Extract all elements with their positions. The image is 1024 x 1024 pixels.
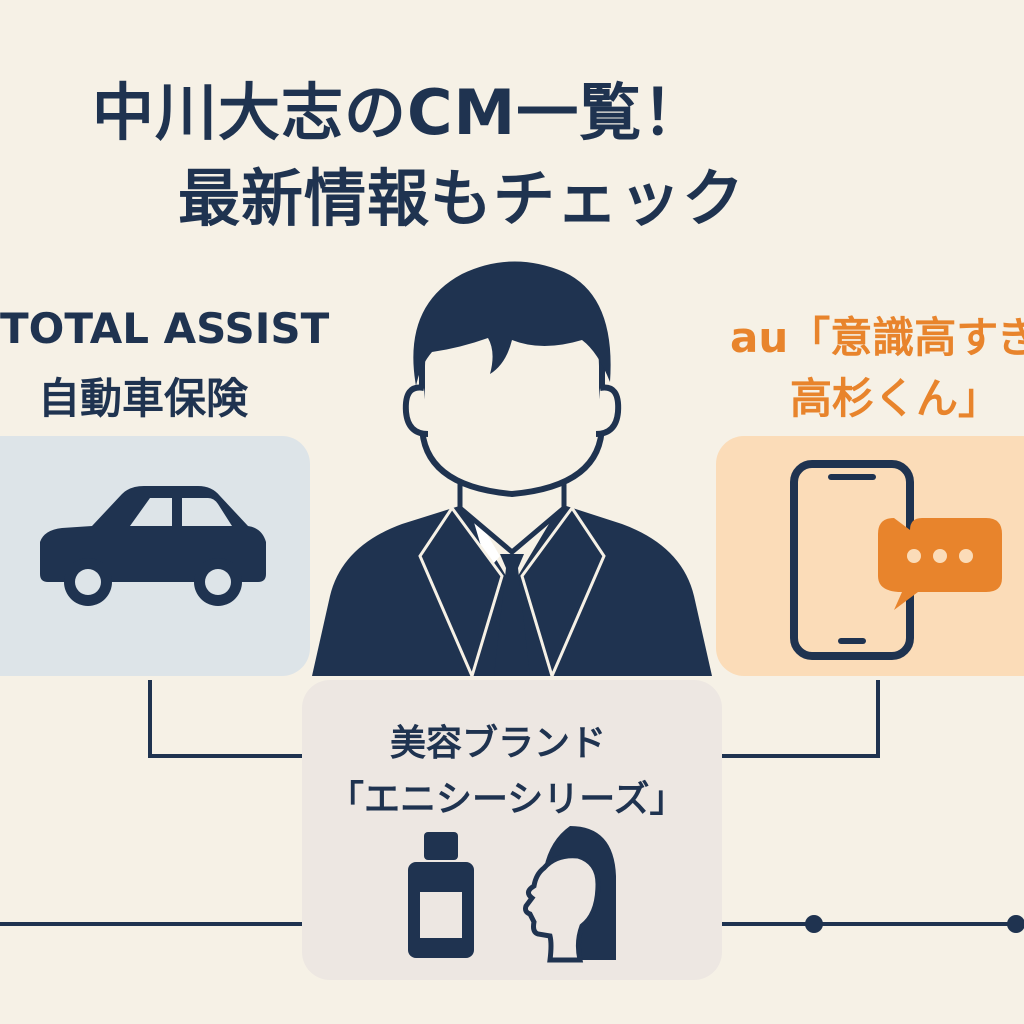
left-connector bbox=[148, 680, 302, 758]
right-ad-title: au「意識高すぎ bbox=[730, 313, 1024, 362]
page-title-line1: 中川大志のCM一覧！ bbox=[92, 76, 706, 149]
car-icon bbox=[40, 486, 266, 606]
right-connector bbox=[722, 680, 880, 758]
smartphone-chat-icon bbox=[790, 460, 1002, 660]
left-ad-title: TOTAL ASSIST bbox=[0, 304, 330, 353]
timeline-dot bbox=[1007, 915, 1024, 933]
beauty-brand-card[interactable] bbox=[302, 680, 722, 980]
right-ad-subtitle: 高杉くん」 bbox=[790, 374, 1001, 423]
timeline-dot bbox=[805, 915, 823, 933]
bottle-icon bbox=[408, 832, 474, 958]
woman-profile-icon bbox=[523, 826, 616, 963]
person-illustration bbox=[312, 261, 712, 681]
left-ad-subtitle: 自動車保険 bbox=[38, 374, 249, 423]
page-title-line2: 最新情報もチェック bbox=[178, 162, 746, 235]
center-ad-title: 美容ブランド bbox=[390, 723, 607, 764]
center-ad-subtitle: 「エニシーシリーズ」 bbox=[328, 779, 686, 820]
